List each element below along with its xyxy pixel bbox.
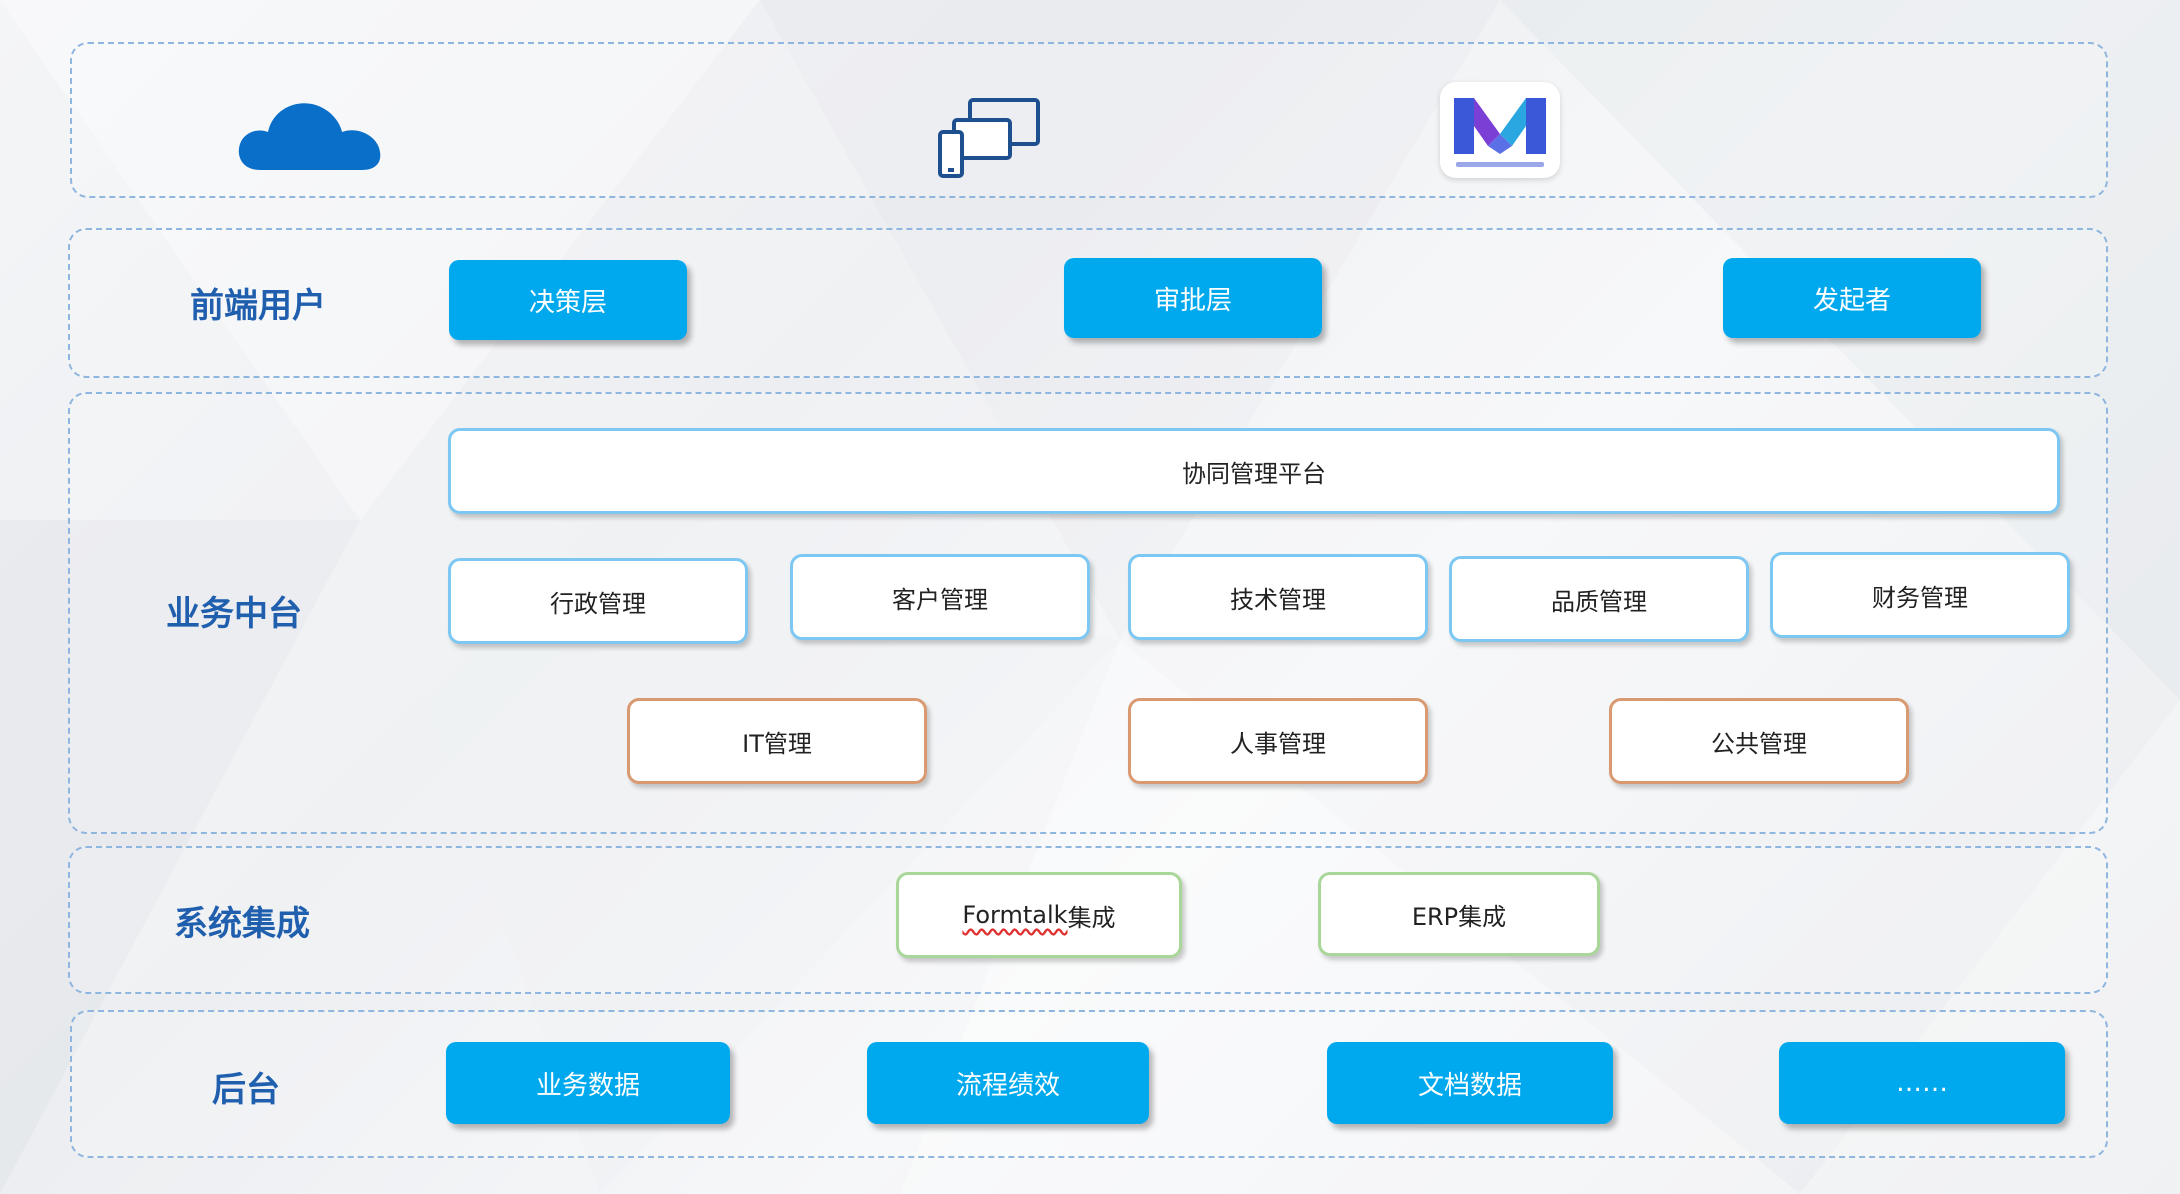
module-hr-management[interactable]: 人事管理 bbox=[1128, 698, 1428, 784]
backend-process-performance[interactable]: 流程绩效 bbox=[867, 1042, 1149, 1124]
collaboration-platform-box[interactable]: 协同管理平台 bbox=[448, 428, 2060, 514]
module-customer-management[interactable]: 客户管理 bbox=[790, 554, 1090, 640]
module-quality-management[interactable]: 品质管理 bbox=[1449, 556, 1749, 642]
module-finance-management[interactable]: 财务管理 bbox=[1770, 552, 2070, 638]
formtalk-suffix: 集成 bbox=[1067, 903, 1116, 932]
module-tech-management[interactable]: 技术管理 bbox=[1128, 554, 1428, 640]
role-approval-layer[interactable]: 审批层 bbox=[1064, 258, 1322, 338]
system-integration-label: 系统集成 bbox=[174, 904, 310, 944]
business-middle-label: 业务中台 bbox=[166, 594, 302, 634]
role-decision-layer[interactable]: 决策层 bbox=[449, 260, 687, 340]
module-it-management[interactable]: IT管理 bbox=[627, 698, 927, 784]
backend-more-ellipsis[interactable]: …… bbox=[1779, 1042, 2065, 1124]
backend-business-data[interactable]: 业务数据 bbox=[446, 1042, 730, 1124]
erp-integration-box[interactable]: ERP集成 bbox=[1318, 872, 1600, 956]
multi-device-icon bbox=[938, 98, 1040, 178]
m3-app-logo-icon bbox=[1440, 82, 1560, 178]
module-admin-management[interactable]: 行政管理 bbox=[448, 558, 748, 644]
cloud-icon bbox=[238, 103, 381, 170]
backend-label: 后台 bbox=[212, 1070, 280, 1110]
frontend-users-label: 前端用户 bbox=[190, 286, 326, 326]
formtalk-word: Formtalk bbox=[962, 901, 1068, 929]
icon-layer-frame bbox=[70, 42, 2108, 198]
role-initiator[interactable]: 发起者 bbox=[1723, 258, 1981, 338]
backend-document-data[interactable]: 文档数据 bbox=[1327, 1042, 1613, 1124]
module-public-management[interactable]: 公共管理 bbox=[1609, 698, 1909, 784]
